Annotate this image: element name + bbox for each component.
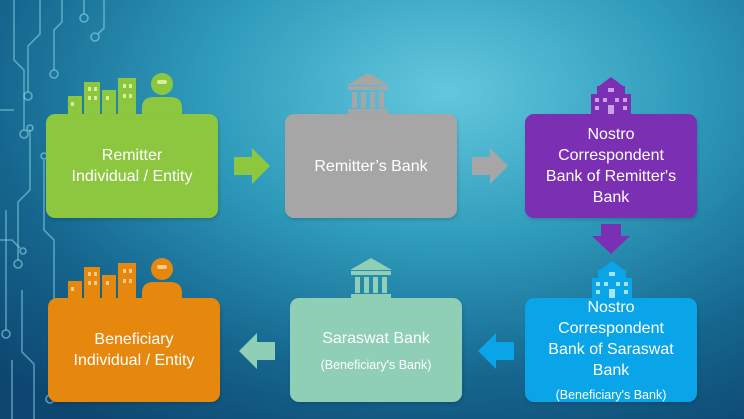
node-remitter: Remitter Individual / Entity	[46, 114, 218, 218]
node-remitters-bank: Remitter’s Bank	[285, 114, 457, 218]
node-saraswat-title: Saraswat Bank	[322, 329, 430, 347]
node-nostro-saraswat: Nostro Correspondent Bank of Saraswat Ba…	[525, 298, 697, 402]
node-beneficiary: Beneficiary Individual / Entity	[48, 298, 220, 402]
node-nostro-remitter-title: Nostro Correspondent Bank of Remitter's …	[545, 126, 677, 206]
buildings-person-icon	[68, 73, 182, 118]
node-nostro-saraswat-title: Nostro Correspondent Bank of Saraswat Ba…	[548, 299, 674, 379]
arrow-nostro-remitter-to-nostro-saraswat	[592, 224, 630, 254]
buildings-person-icon	[68, 258, 182, 303]
node-nostro-saraswat-subtitle: (Beneficiary's Bank)	[555, 388, 667, 402]
arrow-remitter-to-remitters-bank	[234, 148, 270, 184]
bank-icon	[350, 258, 392, 300]
node-saraswat: Saraswat Bank (Beneficiary's Bank)	[290, 298, 462, 402]
arrow-remitters-bank-to-nostro-remitter	[472, 148, 508, 184]
arrow-nostro-saraswat-to-saraswat	[478, 333, 514, 369]
bank-building-icon	[592, 261, 632, 299]
node-saraswat-subtitle: (Beneficiary's Bank)	[320, 357, 432, 372]
node-beneficiary-title: Beneficiary Individual / Entity	[73, 331, 195, 369]
node-remitters-bank-title: Remitter’s Bank	[314, 157, 428, 175]
node-remitter-title: Remitter Individual / Entity	[71, 147, 193, 185]
bank-building-icon	[591, 77, 631, 115]
arrow-saraswat-to-beneficiary	[239, 333, 275, 369]
node-nostro-remitter: Nostro Correspondent Bank of Remitter's …	[525, 114, 697, 218]
bank-icon	[347, 73, 389, 115]
